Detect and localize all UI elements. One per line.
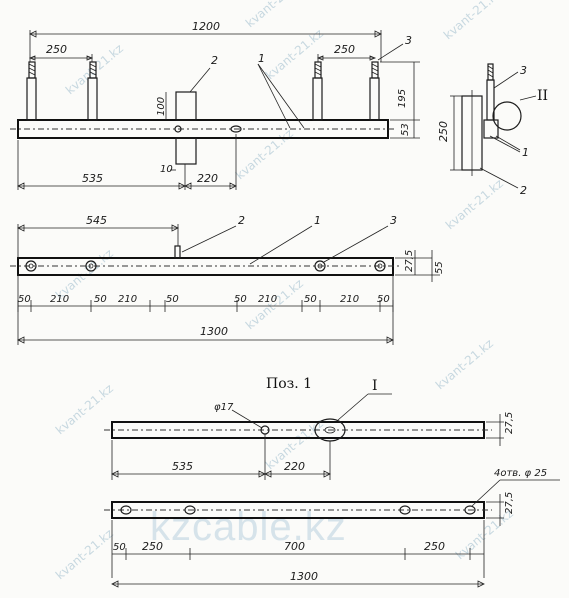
dim-tab-100: 100 xyxy=(156,97,167,116)
dim-span-220: 220 xyxy=(197,172,218,185)
top-tab xyxy=(174,245,181,259)
part-detail-I: I xyxy=(372,378,378,394)
watermark-site: kvant-21.kz xyxy=(441,0,504,42)
watermark-site: kvant-21.kz xyxy=(243,0,306,30)
plan-spacing: 250 xyxy=(424,540,445,553)
dim-end-250: 250 xyxy=(437,121,450,142)
leader-tab-2: 2 xyxy=(211,54,218,67)
watermark-brand: kzcable.kz xyxy=(150,505,347,549)
end-detail-II: II xyxy=(537,88,548,104)
top-leader-1: 1 xyxy=(314,214,321,227)
dim-top-55: 55 xyxy=(434,261,445,274)
top-beam xyxy=(17,257,394,276)
watermark-site: kvant-21.kz xyxy=(53,381,116,437)
side-tab-upper xyxy=(175,91,197,121)
end-view: 250 3 II 1 2 xyxy=(437,63,548,197)
end-leader-1: 1 xyxy=(522,146,529,159)
dim-top-27-5: 27,5 xyxy=(404,250,415,272)
top-leader-3: 3 xyxy=(390,214,397,227)
side-tab-lower xyxy=(175,137,197,165)
plan-spacing: 50 xyxy=(113,542,126,553)
plan-spacing: 250 xyxy=(142,540,163,553)
dim-tab-545: 545 xyxy=(86,214,107,227)
spacing-label: 210 xyxy=(340,294,359,305)
plan-holes xyxy=(120,505,476,515)
spacing-label: 210 xyxy=(50,294,69,305)
top-view: 545 2 1 3 27,5 55 50 210 50 210 50 50 21… xyxy=(10,214,445,345)
watermark-site: kvant-21.kz xyxy=(263,26,326,82)
spacing-label: 210 xyxy=(258,294,277,305)
part-hole-size: φ17 xyxy=(214,402,234,413)
plan-view: 4отв. φ 25 27,5 50 250 700 250 1300 xyxy=(104,468,560,588)
spacing-label: 50 xyxy=(304,294,317,305)
watermark-layer: kvant-21.kz kvant-21.kz kvant-21.kz kvan… xyxy=(53,0,516,582)
part-view: Поз. 1 I φ17 27,5 535 220 xyxy=(104,376,515,480)
dim-beam-53: 53 xyxy=(400,123,411,136)
dim-total-1200: 1200 xyxy=(192,20,220,33)
part-title: Поз. 1 xyxy=(266,376,312,392)
spacing-label: 50 xyxy=(166,294,179,305)
part-dim-h: 27,5 xyxy=(504,412,515,434)
part-dim-535: 535 xyxy=(172,460,193,473)
watermark-site: kvant-21.kz xyxy=(433,336,496,392)
side-studs xyxy=(26,61,380,121)
watermark-site: kvant-21.kz xyxy=(53,526,116,582)
watermark-site: kvant-21.kz xyxy=(443,176,506,232)
dim-span-535: 535 xyxy=(82,172,103,185)
end-beam xyxy=(483,119,499,139)
spacing-label: 50 xyxy=(94,294,107,305)
top-holes xyxy=(25,260,386,272)
watermark-site: kvant-21.kz xyxy=(233,126,296,182)
spacing-label: 50 xyxy=(18,294,31,305)
spacing-label: 210 xyxy=(118,294,137,305)
leader-beam-1: 1 xyxy=(258,52,265,65)
side-view: 1200 250 250 3 2 1 195 53 100 xyxy=(10,20,420,190)
dim-stud-195: 195 xyxy=(397,89,408,108)
end-leader-3: 3 xyxy=(520,64,527,77)
top-leader-2: 2 xyxy=(238,214,245,227)
plan-holes-note: 4отв. φ 25 xyxy=(494,468,547,479)
end-detail-circle xyxy=(492,101,522,131)
spacing-label: 50 xyxy=(234,294,247,305)
dim-offset-10: 10 xyxy=(160,164,173,175)
dim-right-250: 250 xyxy=(334,43,355,56)
part-dim-220: 220 xyxy=(284,460,305,473)
watermark-site: kvant-21.kz xyxy=(63,41,126,97)
spacing-label: 50 xyxy=(377,294,390,305)
end-leader-2: 2 xyxy=(520,184,527,197)
plan-dim-h: 27,5 xyxy=(504,492,515,514)
dim-left-250: 250 xyxy=(46,43,67,56)
dim-top-1300: 1300 xyxy=(200,325,228,338)
plan-spacing: 700 xyxy=(284,540,305,553)
leader-stud-3: 3 xyxy=(405,34,412,47)
plan-dim-1300: 1300 xyxy=(290,570,318,583)
